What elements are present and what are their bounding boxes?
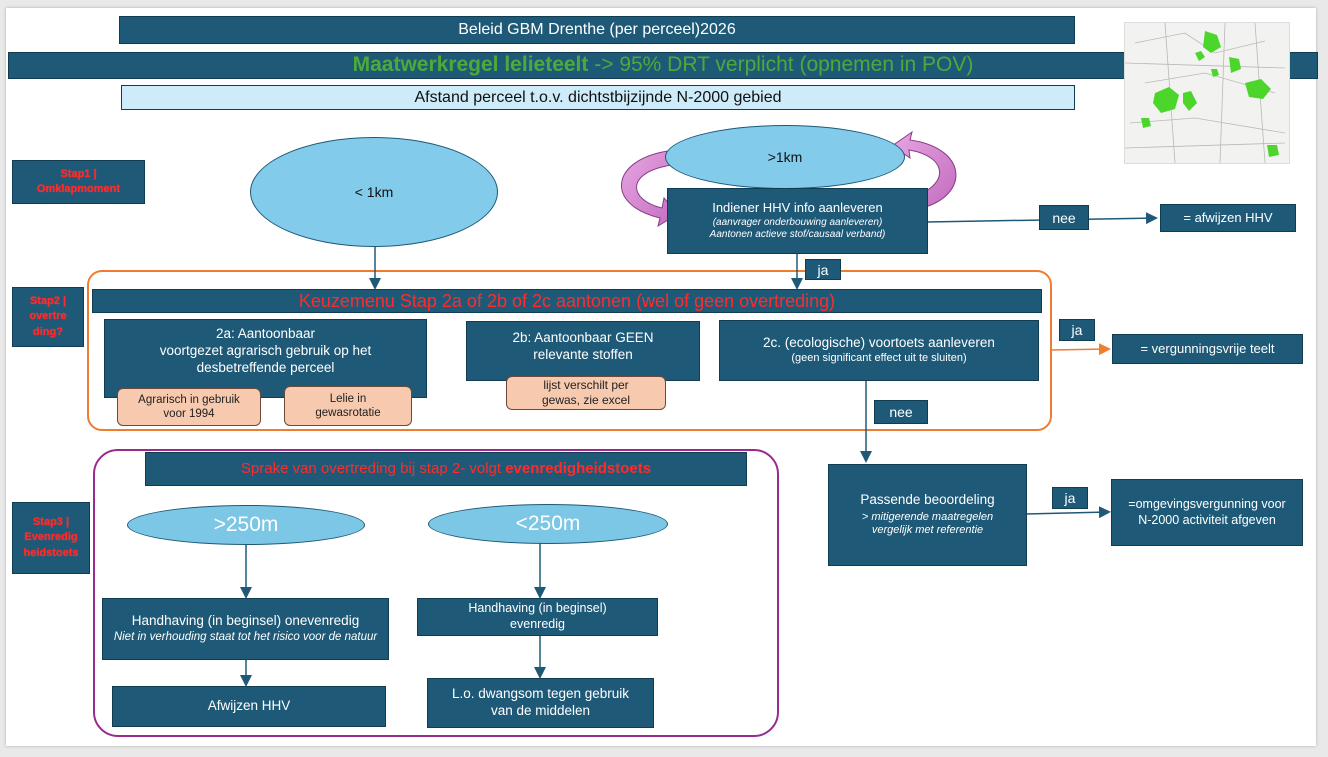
label-nee-2: nee bbox=[874, 400, 928, 424]
hhv-line1: (aanvrager onderbouwing aanleveren) bbox=[712, 216, 883, 228]
distance-label: Afstand perceel t.o.v. dichtstbijzijnde … bbox=[414, 88, 782, 106]
step-2c-title: 2c. (ecologische) voortoets aanleveren bbox=[763, 335, 995, 351]
step-2a-body: voortgezet agrarisch gebruik op het desb… bbox=[159, 343, 372, 375]
hhv-info-box: Indiener HHV info aanleveren (aanvrager … bbox=[667, 188, 928, 254]
afwijzen-hhv-box: Afwijzen HHV bbox=[112, 686, 386, 727]
arrow-vergunningsvrij bbox=[1050, 343, 1111, 356]
header-title-bar: Beleid GBM Drenthe (per perceel)2026 bbox=[119, 16, 1075, 44]
note-lijst-gewas: lijst verschilt per gewas, zie excel bbox=[506, 376, 666, 410]
n2000-map-image bbox=[1124, 22, 1290, 164]
label-nee-1: nee bbox=[1039, 205, 1089, 230]
ellipse-lt-1km: < 1km bbox=[250, 137, 498, 247]
dwangsom-box: L.o. dwangsom tegen gebruik van de midde… bbox=[427, 678, 654, 728]
passende-line1: > mitigerende maatregelen bbox=[861, 510, 994, 523]
step-2a-title: 2a: Aantoonbaar bbox=[215, 326, 316, 342]
note-lelie-gewasrotatie: Lelie in gewasrotatie bbox=[284, 386, 412, 426]
label-ja-1: ja bbox=[805, 259, 841, 280]
step3-label: Stap3 | Evenredig heidstoets bbox=[12, 502, 90, 574]
ellipse-gt-1km: >1km bbox=[665, 125, 905, 189]
hhv-title: Indiener HHV info aanleveren bbox=[712, 200, 883, 216]
distance-bar: Afstand perceel t.o.v. dichtstbijzijnde … bbox=[121, 85, 1075, 110]
step2-label: Stap2 | overtre ding? bbox=[12, 287, 84, 347]
label-ja-2: ja bbox=[1059, 319, 1095, 341]
cycle-arrow-right bbox=[891, 130, 957, 209]
step1-label: Stap1 | Omklapmoment bbox=[12, 160, 145, 204]
ellipse-gt-250m: >250m bbox=[127, 505, 365, 545]
step3-container bbox=[93, 449, 779, 737]
step2-container bbox=[87, 270, 1052, 431]
step3-header-bar: Sprake van overtreding bij stap 2- volgt… bbox=[145, 452, 747, 486]
step-2b-box: 2b: Aantoonbaar GEEN relevante stoffen bbox=[466, 321, 700, 381]
handhaving-onevenredig-box: Handhaving (in beginsel) onevenredig Nie… bbox=[102, 598, 389, 660]
onevenredig-sub: Niet in verhouding staat tot het risico … bbox=[113, 631, 378, 644]
passende-line2: vergelijk met referentie bbox=[871, 524, 984, 537]
label-ja-3: ja bbox=[1052, 487, 1088, 509]
onevenredig-title: Handhaving (in beginsel) onevenredig bbox=[131, 613, 360, 629]
step-2c-sub: (geen significant effect uit te sluiten) bbox=[791, 352, 967, 365]
note-agrarisch-1994: Agrarisch in gebruik voor 1994 bbox=[117, 388, 261, 426]
step-2a-box: 2a: Aantoonbaar voortgezet agrarisch geb… bbox=[104, 319, 427, 398]
page-title: Beleid GBM Drenthe (per perceel)2026 bbox=[458, 21, 736, 38]
step-2b-title: 2b: Aantoonbaar GEEN relevante stoffen bbox=[512, 330, 654, 362]
step-2c-box: 2c. (ecologische) voortoets aanleveren (… bbox=[719, 320, 1039, 381]
keuzemenu-bar: Keuzemenu Stap 2a of 2b of 2c aantonen (… bbox=[92, 289, 1042, 313]
passende-beoordeling-box: Passende beoordeling > mitigerende maatr… bbox=[828, 464, 1027, 566]
map-drawing bbox=[1125, 23, 1286, 163]
rule-rest: -> 95% DRT verplicht (opnemen in POV) bbox=[588, 53, 974, 77]
passende-title: Passende beoordeling bbox=[860, 491, 995, 507]
vergunningsvrije-teelt-outcome: = vergunningsvrije teelt bbox=[1112, 334, 1303, 364]
afwijzen-hhv-outcome: = afwijzen HHV bbox=[1160, 204, 1296, 232]
omgevingsvergunning-outcome: =omgevingsvergunning voor N-2000 activit… bbox=[1111, 479, 1303, 546]
handhaving-evenredig-box: Handhaving (in beginsel) evenredig bbox=[417, 598, 658, 636]
hhv-line2: Aantonen actieve stof/causaal verband) bbox=[709, 229, 886, 241]
arrow-passende-ja bbox=[1025, 506, 1111, 519]
rule-bold: Maatwerkregel lelieteelt bbox=[352, 53, 589, 77]
rule-bar: Maatwerkregel lelieteelt -> 95% DRT verp… bbox=[8, 52, 1318, 79]
ellipse-lt-250m: <250m bbox=[428, 504, 668, 544]
